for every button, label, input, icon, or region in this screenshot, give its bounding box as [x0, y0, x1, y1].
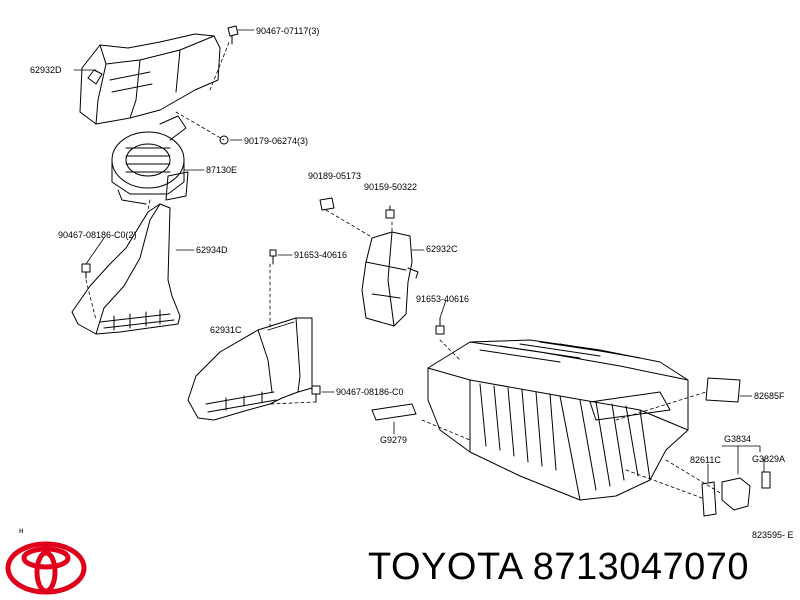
- leader-lines: [73, 29, 765, 483]
- blower-87130e-drawing: [111, 115, 189, 205]
- duct-62932c-drawing: [361, 231, 419, 327]
- brand-part-line: TOYOTA 8713047070: [368, 548, 749, 586]
- duct-62932d-drawing: [79, 33, 221, 125]
- diagram-code: 823595- E: [752, 530, 794, 540]
- callout-g9279: G9279: [380, 435, 408, 445]
- callout-90467-07117: 90467-07117(3): [256, 26, 320, 36]
- battery-pack-drawing: [427, 339, 689, 501]
- callout-90159-50322: 90159-50322: [364, 182, 418, 192]
- duct-62934d-drawing: [71, 203, 181, 335]
- callout-90189-05173: 90189-05173: [308, 171, 362, 181]
- callout-g3834: G3834: [724, 434, 752, 444]
- label-82685f-drawing: [705, 377, 741, 403]
- callout-82611c: 82611C: [690, 455, 721, 465]
- part-number: 8713047070: [532, 546, 750, 588]
- sensor-parts-drawing: [701, 471, 771, 517]
- callout-62932c: 62932C: [426, 244, 458, 254]
- callout-91653-40616-a: 91653-40616: [294, 250, 348, 260]
- duct-62931c-drawing: [187, 317, 313, 421]
- callout-g3829a: G3829A: [752, 454, 786, 464]
- callout-87130e: 87130E: [206, 165, 238, 175]
- callout-62931c: 62931C: [210, 325, 242, 335]
- callout-91653-40616-b: 91653-40616: [416, 294, 470, 304]
- callout-62934d: 62934D: [196, 245, 228, 255]
- callout-90179-06274: 90179-06274(3): [244, 136, 309, 146]
- callout-62932d: 62932D: [30, 65, 62, 75]
- callout-90467-08186-c0-2: 90467-08186-C0(2): [58, 230, 137, 240]
- fasteners-center-drawing: [319, 197, 445, 335]
- corner-mark: н: [19, 526, 24, 535]
- callout-90467-08186-c0: 90467-08186-C0: [336, 387, 404, 397]
- plate-g9279-drawing: [371, 403, 417, 421]
- toyota-logo-icon: [5, 541, 87, 595]
- dashed-assembly-lines: [85, 39, 723, 499]
- callout-82685f: 82685F: [754, 391, 785, 401]
- bolts-left-drawing: [81, 25, 321, 403]
- brand-name: TOYOTA: [368, 546, 522, 588]
